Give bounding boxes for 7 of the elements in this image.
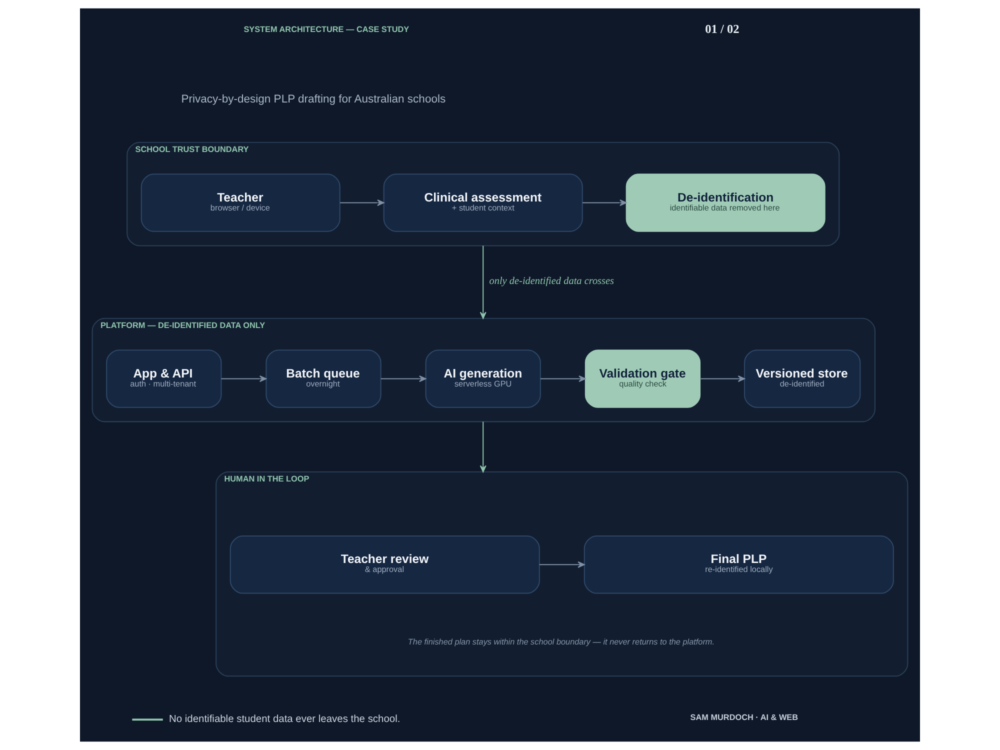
label: SYSTEM ARCHITECTURE — CASE STUDY bbox=[244, 24, 410, 34]
label: 01 / 02 bbox=[705, 22, 740, 36]
label: The finished plan stays within the school boundary — it never returns to the platform. bbox=[408, 637, 715, 646]
legend-label: No identifiable student data ever leaves the school. bbox=[169, 714, 400, 726]
edge-label: only de-identified data crosses bbox=[489, 276, 614, 288]
label: Privacy-by-design PLP drafting for Australian schools bbox=[181, 93, 446, 106]
label: SAM MURDOCH · AI & WEB bbox=[690, 713, 798, 722]
